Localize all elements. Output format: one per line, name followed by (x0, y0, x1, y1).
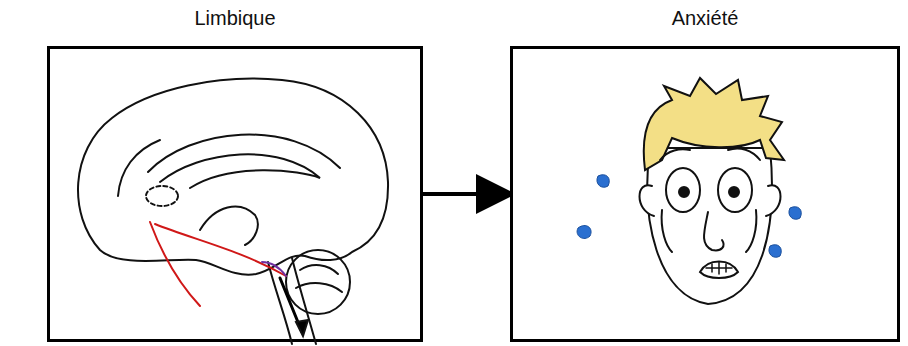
picture-box: Limbique (47, 46, 423, 342)
box-heading: Limbique (50, 7, 420, 30)
flow-arrow (423, 192, 508, 196)
picture-box: Anxiété (510, 46, 900, 342)
box-heading: Anxiété (513, 7, 897, 30)
